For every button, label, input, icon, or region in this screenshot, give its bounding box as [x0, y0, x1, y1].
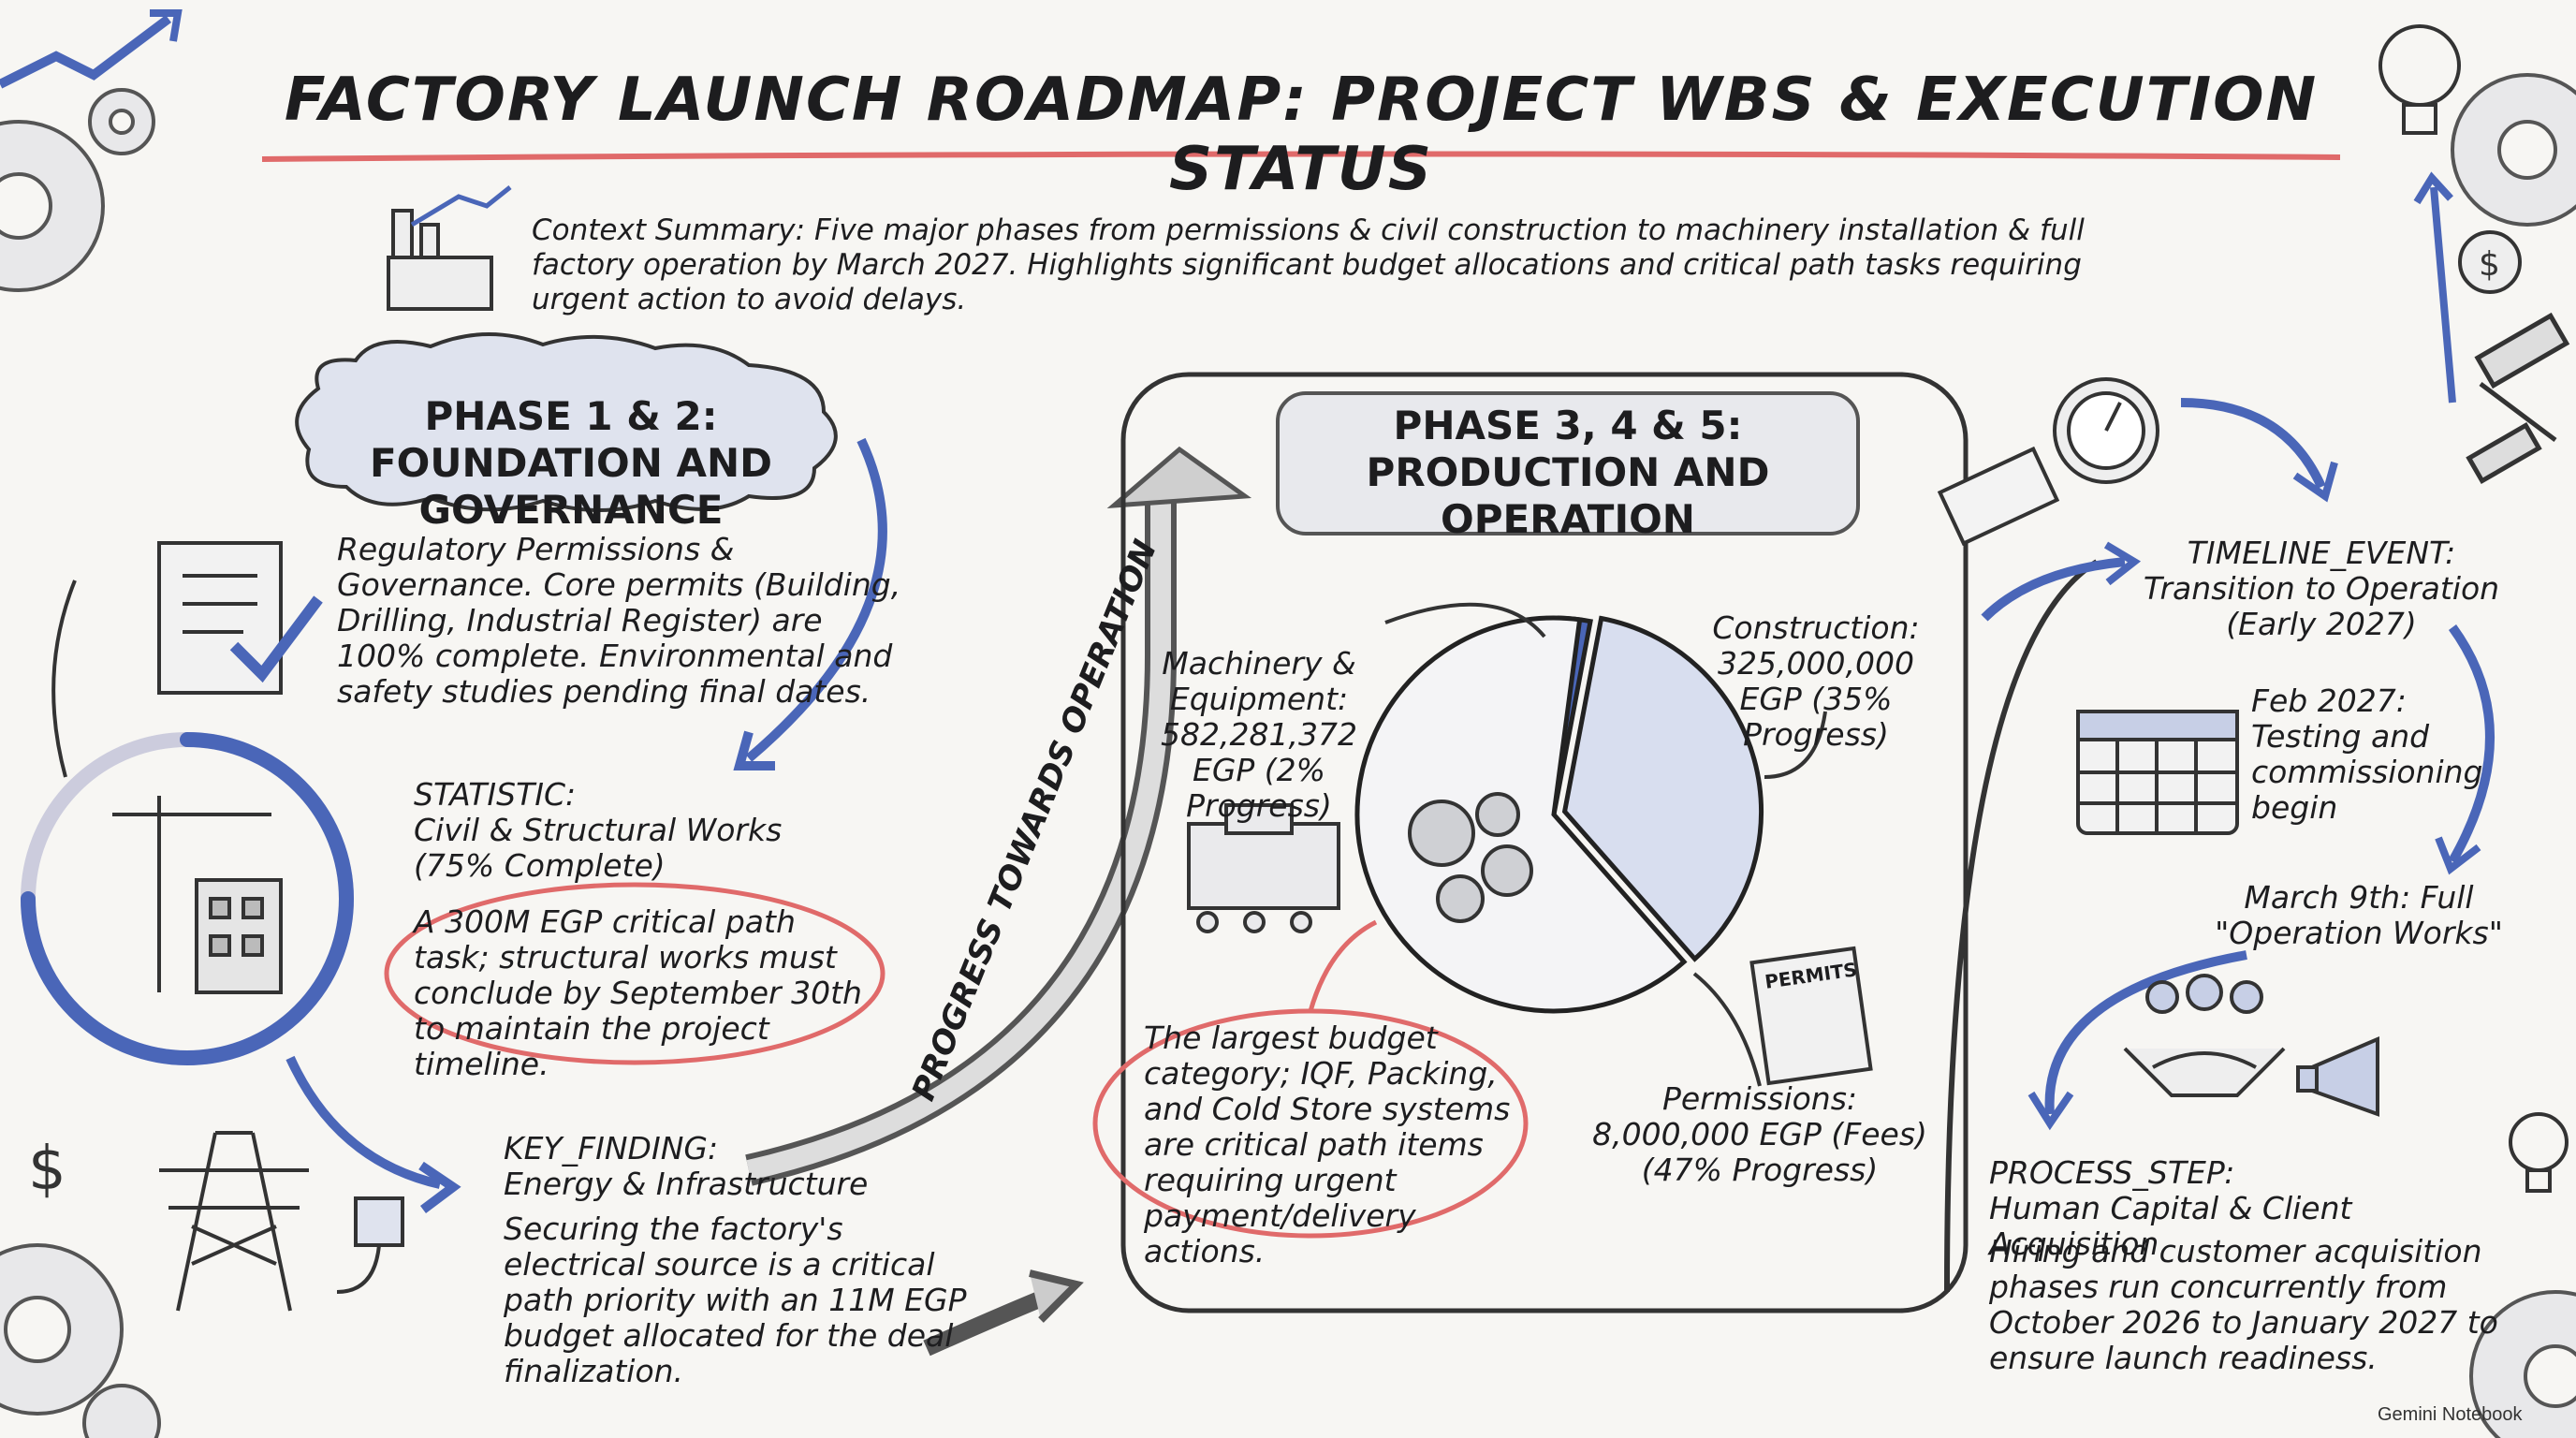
stopwatch-icon: [1937, 377, 2159, 547]
finding-body: Securing the factory's electrical source…: [504, 1211, 967, 1389]
gear-icon: [1481, 844, 1533, 897]
permissions-label: Permissions: 8,000,000 EGP (Fees) (47% P…: [1592, 1080, 1927, 1188]
gear-icon: [1408, 800, 1475, 867]
factory-icon: [387, 185, 512, 311]
megaphone-icon: [2296, 1035, 2379, 1117]
phase345-frame: [1120, 372, 1969, 1313]
context-summary: Context Summary: Five major phases from …: [532, 213, 2085, 316]
permits-document-icon: [1749, 946, 1873, 1086]
pie-slice-construction: [1561, 615, 1764, 962]
handshake-icon: [2123, 1047, 2286, 1097]
timeline-event-title: Transition to Operation (Early 2027): [2143, 570, 2500, 642]
progress-ring-fill: [21, 732, 354, 1065]
title-underline: [261, 151, 2341, 162]
process-step-heading: PROCESS_STEP:: [1989, 1154, 2235, 1191]
budget-note: The largest budget category; IQF, Packin…: [1144, 1020, 1511, 1269]
process-step-title: Human Capital & Client Acquisition: [1989, 1190, 2352, 1262]
trend-arrow-icon: [0, 15, 171, 89]
statistic-heading: STATISTIC:: [414, 776, 577, 813]
pie-slice-machinery-equipment: [1354, 615, 1688, 1014]
timeline-heading: TIMELINE_EVENT:: [2187, 535, 2456, 571]
critical-highlight-oval: [384, 882, 886, 1065]
phase345-title: PHASE 3, 4 & 5: PRODUCTION AND OPERATION: [1366, 403, 1770, 542]
team-people-icon: [2145, 974, 2263, 1014]
regulatory-text: Regulatory Permissions & Governance. Cor…: [337, 531, 901, 710]
document-check-icon: [157, 541, 323, 695]
machinery-label: Machinery & Equipment: 582,281,372 EGP (…: [1161, 645, 1357, 824]
process-step-body: Hiring and customer acquisition phases r…: [1989, 1233, 2498, 1376]
budget-pie-chart: [1354, 615, 1764, 1014]
gear-icon: [0, 73, 2576, 1438]
lightbulb-icon: [2378, 24, 2461, 135]
feb-milestone: Feb 2027: Testing and commissioning begi…: [2251, 682, 2483, 826]
phase345-title-box: [1276, 391, 1860, 536]
calendar-icon: [2076, 710, 2239, 835]
machinery-icon: [1187, 803, 1340, 933]
svg-text:$: $: [2479, 245, 2500, 284]
page-title: FACTORY LAUNCH ROADMAP: PROJECT WBS & EX…: [284, 66, 2319, 204]
lightbulb-icon: [2509, 1112, 2569, 1193]
finding-title: Energy & Infrastructure: [504, 1166, 869, 1202]
phase12-title: PHASE 1 & 2: FOUNDATION AND GOVERNANCE: [369, 393, 773, 533]
hammer-icon: [2466, 312, 2570, 485]
gemini-notebook-badge: Gemini Notebook: [2378, 1404, 2523, 1425]
statistic-body: A 300M EGP critical path task; structura…: [414, 903, 862, 1082]
gear-icon: [1475, 792, 1520, 837]
finding-heading: KEY_FINDING:: [504, 1130, 719, 1167]
statistic-title: Civil & Structural Works (75% Complete): [414, 812, 783, 884]
dollar-coin-icon: [2458, 230, 2522, 294]
power-tower-icon: [159, 1131, 404, 1312]
gear-icon: [1436, 874, 1485, 923]
construction-label: Construction: 325,000,000 EGP (35% Progr…: [1712, 609, 1920, 753]
phase12-cloud: [295, 332, 838, 512]
march-milestone: March 9th: Full "Operation Works": [2215, 879, 2503, 951]
dollar-sign-icon: $: [28, 1135, 66, 1204]
crane-building-icon: [112, 796, 283, 994]
